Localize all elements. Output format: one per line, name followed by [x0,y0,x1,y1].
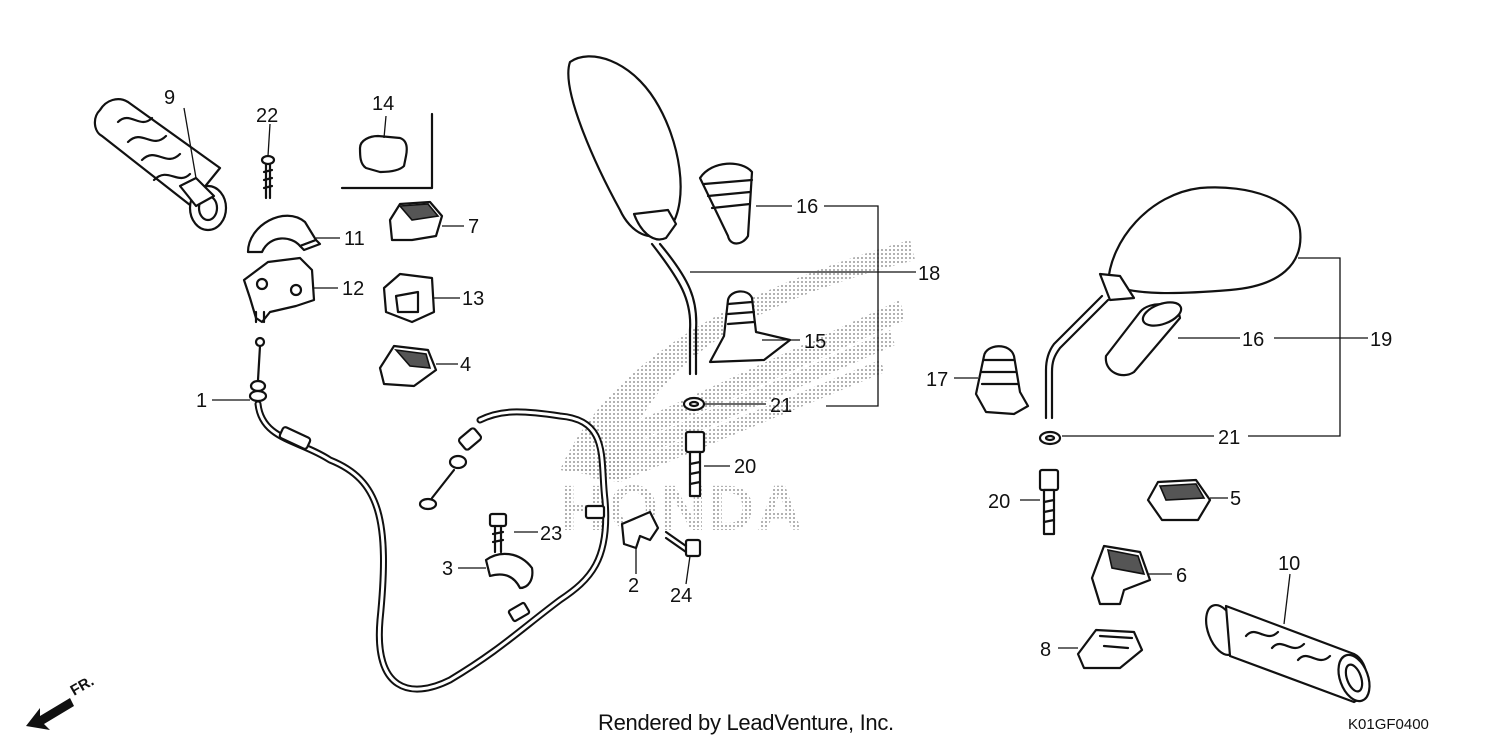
callout-4: 4 [460,354,471,376]
callout-8: 8 [1040,639,1051,661]
callout-1: 1 [196,390,207,412]
part-switch-5 [1146,478,1212,522]
callout-5: 5 [1230,488,1241,510]
callout-16-left: 16 [796,196,818,218]
callout-20-left: 20 [734,456,756,478]
part-switch-7 [388,200,444,242]
front-direction-indicator: FR. [26,673,97,730]
part-holder-2 [620,510,660,550]
callout-22: 22 [256,105,278,127]
callout-24: 24 [670,585,692,607]
callout-20-right: 20 [988,491,1010,513]
part-boot-16-right [1104,301,1183,377]
callout-18: 18 [918,263,940,285]
front-label: FR. [68,673,97,700]
part-bolt-23 [488,512,508,554]
callout-6: 6 [1176,565,1187,587]
render-credit: Rendered by LeadVenture, Inc. [598,710,894,735]
part-boot-15 [708,290,792,364]
leader-lines [183,107,1368,649]
callout-2: 2 [628,575,639,597]
honda-wing-watermark: HONDA [560,240,915,544]
callout-15: 15 [804,331,826,353]
part-left-mirror [567,55,698,376]
part-switch-housing-lower [242,256,316,324]
part-boot-17 [974,345,1030,416]
diagram-code: K01GF0400 [1348,716,1429,733]
callout-10: 10 [1278,553,1300,575]
part-stud-20-left [684,430,706,498]
part-switch-4 [378,344,438,388]
part-right-mirror [1044,186,1302,420]
callout-19: 19 [1370,329,1392,351]
callout-12: 12 [342,278,364,300]
callout-11: 11 [344,228,365,250]
callout-numbers: 9 22 14 11 12 7 13 4 1 3 2 23 24 16 18 1… [164,87,1392,661]
part-switch-6 [1090,544,1152,606]
part-right-grip [1205,604,1371,704]
part-cap-14 [340,112,434,190]
part-clamp-3 [484,552,534,590]
callout-21-right: 21 [1218,427,1240,449]
callout-9: 9 [164,87,175,109]
callout-3: 3 [442,558,453,580]
callout-21-left: 21 [770,395,792,417]
part-switch-13 [382,272,436,324]
part-nut-21-left [682,396,706,412]
callout-7: 7 [468,216,479,238]
part-throttle-cable [248,336,610,693]
part-switch-housing-upper [246,214,322,254]
part-screw-22 [260,154,276,200]
callout-17: 17 [926,369,948,391]
callout-16-right: 16 [1242,329,1264,351]
callout-14: 14 [372,93,394,115]
part-bolt-24 [664,530,702,558]
part-boot-16-left [698,162,754,245]
part-nut-21-right [1038,430,1062,446]
part-switch-8 [1076,628,1144,670]
callout-23: 23 [540,523,562,545]
part-stud-20-right [1038,468,1060,536]
callout-13: 13 [462,288,484,310]
front-arrow-icon [26,698,74,730]
part-left-grip [93,98,228,232]
